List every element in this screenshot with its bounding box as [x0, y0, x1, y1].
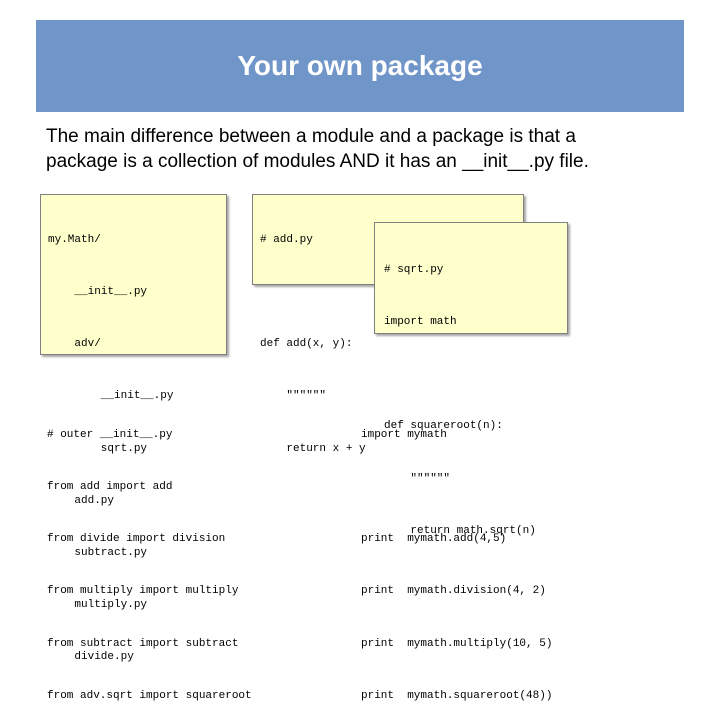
code-line: return math.sqrt(n): [384, 524, 536, 537]
code-line: # add.py: [260, 233, 313, 246]
code-line: from adv.sqrt import squareroot: [47, 689, 252, 702]
code-line: # outer __init__.py: [47, 428, 173, 441]
code-line: from add import add: [47, 481, 173, 494]
package-tree-box: my.Math/ __init__.py adv/ __init__.py sq…: [40, 194, 227, 663]
usage-code: import mymath print mymath.add(4,5) prin…: [361, 392, 552, 723]
intro-line-1: The main difference between a module and…: [46, 126, 576, 147]
code-line: import mymath: [361, 428, 447, 441]
code-line: adv/: [48, 338, 101, 351]
code-line: [384, 366, 567, 383]
code-line: __init__.py: [48, 286, 148, 299]
code-line: __init__.py: [48, 390, 174, 403]
code-line: print mymath.division(4, 2): [361, 585, 546, 598]
code-line: def add(x, y):: [260, 338, 353, 351]
code-line: """""": [260, 390, 327, 403]
intro-line-2: package is a collection of modules AND i…: [46, 151, 589, 172]
code-line: sqrt.py: [48, 442, 148, 455]
code-line: def squareroot(n):: [384, 420, 503, 433]
code-line: [361, 479, 552, 496]
intro-text: The main difference between a module and…: [46, 124, 686, 174]
code-line: return x + y: [260, 442, 366, 455]
code-line: from subtract import subtract: [47, 637, 239, 650]
add-py-code: # add.py def add(x, y): """""" return x …: [260, 197, 523, 493]
outer-init-code: # outer __init__.py from add import add …: [47, 392, 252, 723]
code-line: """""": [384, 472, 451, 485]
code-line: import math: [384, 316, 457, 329]
code-line: add.py: [48, 494, 115, 507]
title-bar: Your own package: [36, 20, 684, 112]
code-line: print mymath.squareroot(48)): [361, 689, 553, 702]
code-line: my.Math/: [48, 233, 101, 246]
code-line: print mymath.multiply(10, 5): [361, 637, 553, 650]
slide-title: Your own package: [237, 50, 483, 81]
sqrt-py-box: # sqrt.py import math def squareroot(n):…: [374, 222, 568, 537]
code-line: from multiply import multiply: [47, 585, 239, 598]
sqrt-py-code: # sqrt.py import math def squareroot(n):…: [384, 227, 567, 575]
code-line: # sqrt.py: [384, 263, 444, 276]
